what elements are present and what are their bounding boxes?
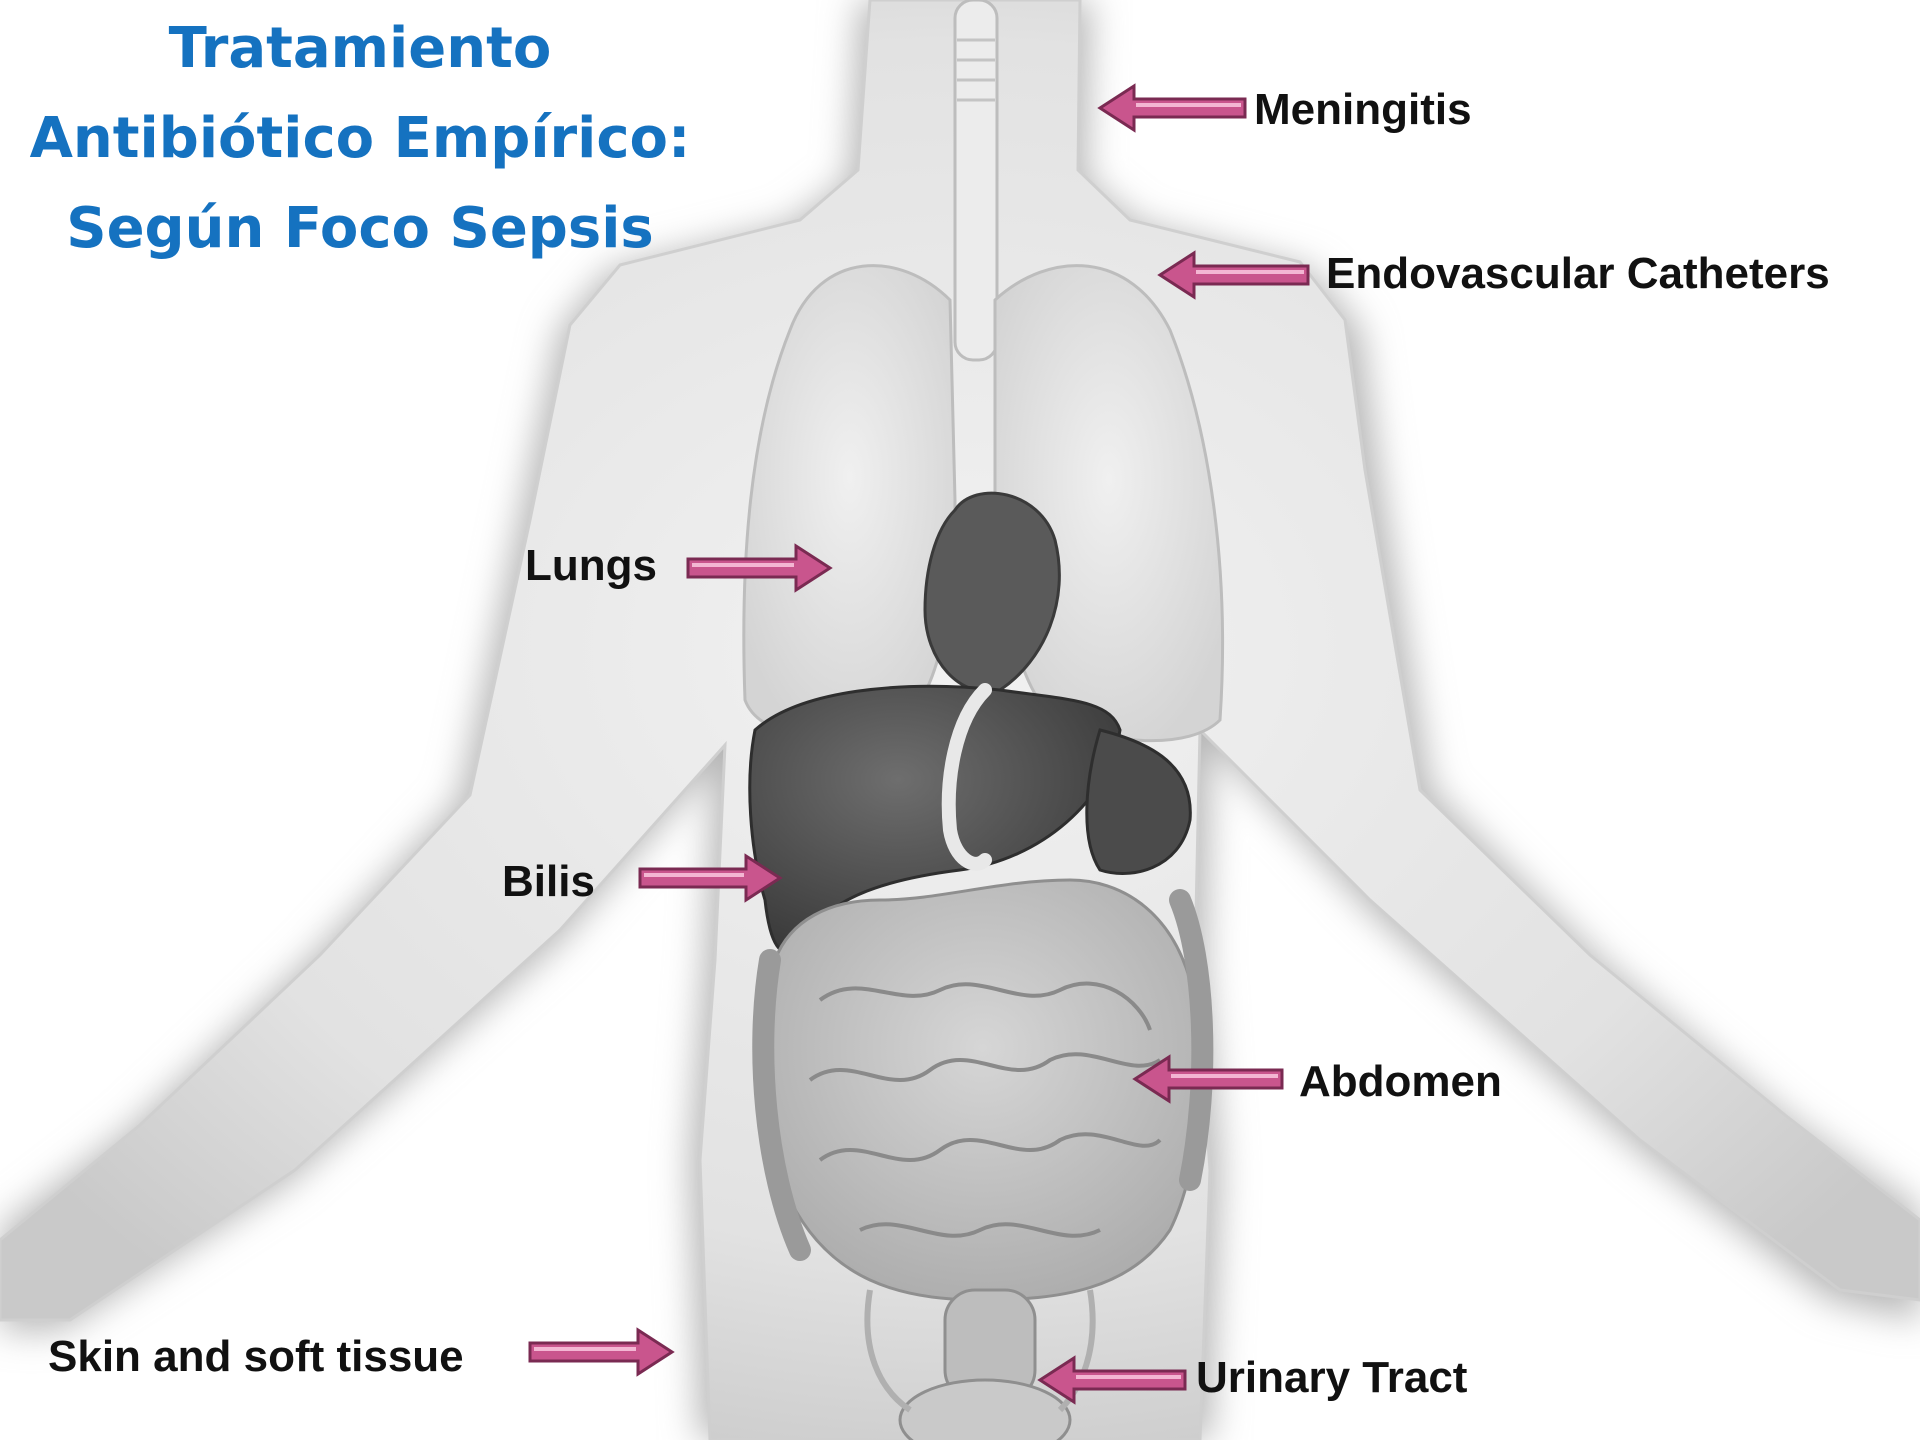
- title-line-3: Según Foco Sepsis: [0, 184, 720, 274]
- title-line-2: Antibiótico Empírico:: [0, 94, 720, 184]
- label-skin-and-soft-tissue: Skin and soft tissue: [48, 1335, 464, 1379]
- page-title: Tratamiento Antibiótico Empírico: Según …: [0, 0, 720, 274]
- arrow-skin-and-soft-tissue: [530, 1330, 672, 1374]
- label-lungs: Lungs: [525, 544, 657, 588]
- label-meningitis: Meningitis: [1254, 88, 1472, 132]
- label-endovascular-catheters: Endovascular Catheters: [1326, 252, 1830, 296]
- label-abdomen: Abdomen: [1299, 1060, 1502, 1104]
- trachea: [955, 0, 997, 360]
- title-line-1: Tratamiento: [0, 4, 720, 94]
- label-bilis: Bilis: [502, 860, 595, 904]
- arrow-meningitis: [1100, 86, 1245, 130]
- intestines: [765, 880, 1200, 1300]
- label-urinary-tract: Urinary Tract: [1196, 1356, 1467, 1400]
